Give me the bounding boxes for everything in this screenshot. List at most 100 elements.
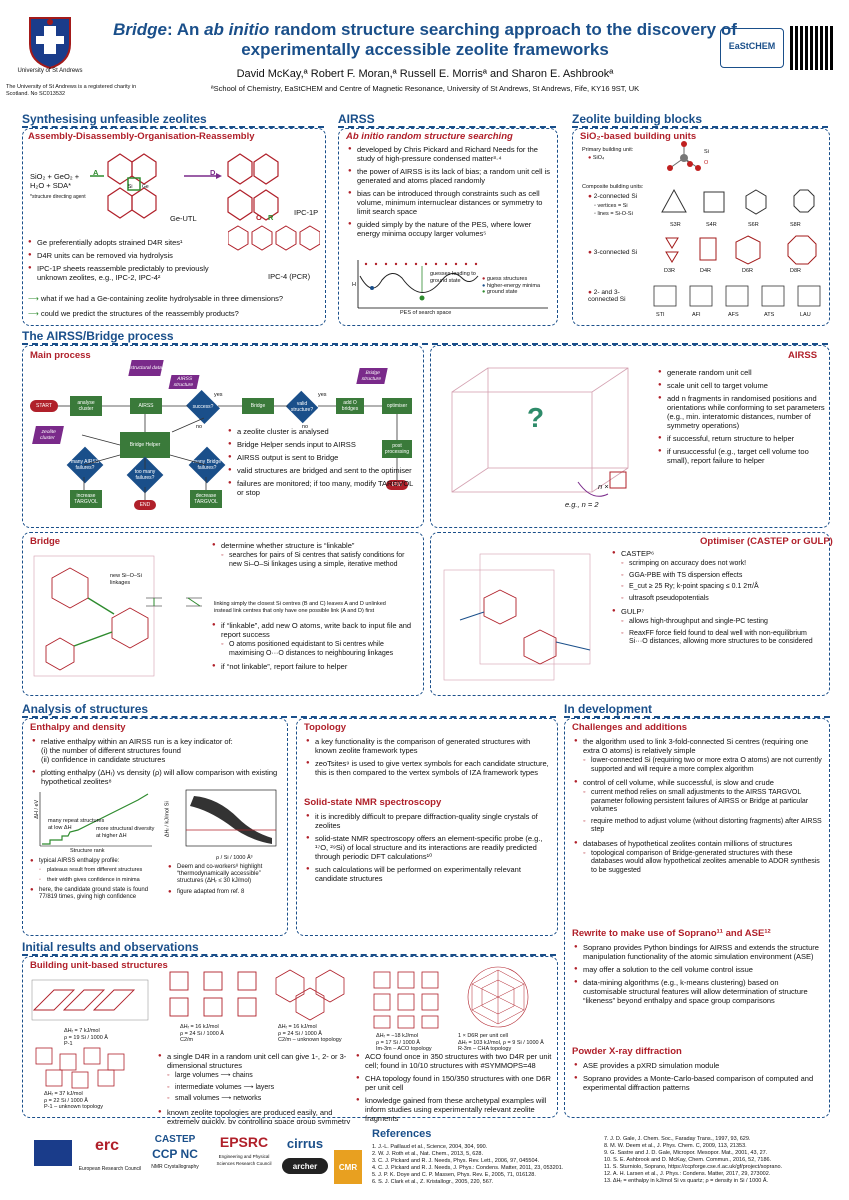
bullet: GULP⁷ allows high-throughput and single-… <box>612 607 824 647</box>
bullet: Deem and co-workers⁸ highlight “thermody… <box>168 864 284 885</box>
bullet: D4R units can be removed via hydrolysis <box>28 251 228 260</box>
sub-bullet: intermediate volumes ⟶ layers <box>167 1084 358 1093</box>
bullet: it is incredibly difficult to prepare di… <box>306 812 552 830</box>
section-heading-analysis: Analysis of structures <box>22 702 556 718</box>
cage-label-afi: AFI <box>692 312 701 318</box>
atom-si-label: Si <box>704 149 709 155</box>
bullet: figure adapted from ref. 8 <box>168 889 284 896</box>
eg-label: e.g., n = 2 <box>565 500 599 509</box>
structure-4-figure <box>373 971 439 1029</box>
university-name: University of St Andrews <box>17 68 83 74</box>
bridge-bullets-bottom: if “linkable”, add new O atoms, write ba… <box>212 621 418 675</box>
main-process-subheading: Main process <box>30 350 91 361</box>
structure-2-figure <box>169 971 257 1017</box>
ipc4-structure-figure <box>228 225 320 251</box>
bridge-panel <box>22 532 424 696</box>
results-bullets-right: ACO found once in 350 structures with tw… <box>356 1052 552 1127</box>
bullet: developed by Chris Pickard and Richard N… <box>348 145 552 163</box>
plot-ylabel: ΔH / eV <box>34 799 41 819</box>
flow-struct: structural data <box>128 360 164 376</box>
reference-item: 7. J. D. Gale, J. Chem. Soc., Faraday Tr… <box>604 1136 751 1142</box>
sub-bullet: ultrasoft pseudopotentials <box>621 595 824 604</box>
question-1: ⟶ what if we had a Ge-containing zeolite… <box>28 294 284 303</box>
bullet: Bridge Helper sends input to AIRSS <box>228 440 418 449</box>
bullet: the power of AIRSS is its lack of bias; … <box>348 167 552 185</box>
sub-bullet: O atoms positioned equidistant to Si cen… <box>221 641 418 658</box>
bullet: guided simply by the nature of the PES, … <box>348 220 552 238</box>
density-notes: Deem and co-workers⁸ highlight “thermody… <box>168 864 284 900</box>
composite-vertices: ◦ vertices = Si <box>594 203 628 209</box>
single-ring-figures <box>661 188 815 215</box>
optimiser-panel <box>430 532 830 696</box>
list-item: (ii) confidence in candidate structures <box>41 755 166 764</box>
building-units-subheading: SiO₂-based building units <box>580 131 697 142</box>
legend-item: ● ground state <box>482 289 518 295</box>
building-blocks-panel <box>572 128 830 326</box>
ipc4-label: IPC-4 (PCR) <box>268 272 311 281</box>
enthalpy-panel <box>22 718 288 936</box>
bridge-figure <box>33 555 155 677</box>
reference-item: 1. J.-L. Paillaud et al., Science, 2004,… <box>372 1144 488 1150</box>
label-ge: Ge <box>142 184 149 190</box>
erc-logo: erc <box>94 1137 120 1154</box>
flow-airss-s: AIRSS structure <box>168 375 200 389</box>
label-r: R <box>268 213 274 222</box>
ccpnc-subtitle: NMR Crystallography <box>151 1164 199 1170</box>
pes-note: guesses leading to ground state <box>430 271 476 284</box>
flow-yes-1: yes <box>214 392 223 398</box>
cirrus-logo: cirrus <box>286 1135 324 1151</box>
structure-2-caption: ΔHᵣ = 16 kJ/mol ρ = 24 Si / 1000 Å C2/m <box>180 1024 224 1043</box>
flow-zeolite: zeolite cluster <box>32 426 64 444</box>
section-heading-development: In development <box>564 702 830 718</box>
qr-code-icon <box>790 26 834 70</box>
flow-optimiser: optimiser <box>382 398 412 414</box>
bullet: ASE provides a pXRD simulation module <box>574 1061 824 1070</box>
bullet: may offer a solution to the cell volume … <box>574 965 824 974</box>
bullet: generate random unit cell <box>658 368 826 377</box>
reference-item: 11. S. Sturniolo, Soprano, https://ccpfo… <box>604 1164 783 1170</box>
structure-3-caption: ΔHᵣ = 16 kJ/mol ρ = 24 Si / 1000 Å C2/m … <box>278 1024 342 1043</box>
reference-item: 8. M. W. Deem et al., J. Phys. Chem. C, … <box>604 1143 747 1149</box>
bullet: if “not linkable”, report failure to hel… <box>212 662 418 671</box>
legend-item: ● higher-energy minima <box>482 282 541 289</box>
density-xlabel: ρ / Si / 1000 Å³ <box>216 855 253 861</box>
flow-bridge-s: Bridge structure <box>356 368 388 384</box>
castep-logo: CASTEP <box>154 1133 196 1145</box>
ador-scheme-figure <box>90 153 279 221</box>
reference-item: 4. C. J. Pickard and R. J. Needs, J. Phy… <box>372 1165 564 1171</box>
bullet: knowledge gained from these archetypal e… <box>356 1096 552 1123</box>
poster-title: Bridge: An ab initio random structure se… <box>113 20 737 59</box>
sub-bullet: current method relies on small adjustmen… <box>583 789 824 815</box>
bullet: such calculations will be performed on e… <box>306 865 552 883</box>
enthalpy-subheading: Enthalpy and density <box>30 722 126 733</box>
label-o: O <box>256 213 262 222</box>
sub-bullet: small volumes ⟶ networks <box>167 1095 358 1104</box>
pes-ylabel: H <box>352 282 356 288</box>
bullet: if successful, return structure to helpe… <box>658 434 826 443</box>
nmr-subheading: Solid-state NMR spectroscopy <box>304 797 442 808</box>
ring-label-s6r: S6R <box>748 222 759 228</box>
main-process-bullets: a zeolite cluster is analysed Bridge Hel… <box>228 427 418 501</box>
rewrite-subheading: Rewrite to make use of Soprano¹¹ and ASE… <box>572 928 771 939</box>
ring-label-d8r: D8R <box>790 268 802 274</box>
sub-bullet: scrimping on accuracy does not work! <box>621 560 824 569</box>
bullet: determine whether structure is “linkable… <box>212 541 418 569</box>
archer-logo: archer <box>282 1158 328 1174</box>
results-bullets-left: a single D4R in a random unit cell can g… <box>158 1052 358 1130</box>
ring-label-d6r: D6R <box>742 268 754 274</box>
synthesising-panel <box>22 128 326 326</box>
pes-xlabel: PES of search space <box>400 310 452 316</box>
ge-utl-label: Ge-UTL <box>170 214 197 223</box>
bullet: CHA topology found in 150/350 structures… <box>356 1074 552 1092</box>
airss-subheading: Ab initio random structure searching <box>346 131 513 142</box>
airss-detail-title: AIRSS <box>788 350 818 361</box>
footer <box>0 1124 849 1200</box>
bullet: here, the candidate ground state is foun… <box>30 887 168 901</box>
reference-item: 13. ΔHᵣ = enthalpy in kJ/mol Si vs quart… <box>604 1178 769 1184</box>
atom-o-label: O <box>704 160 709 166</box>
bridge-bullets-top: determine whether structure is “linkable… <box>212 541 418 573</box>
sub-bullet: large volumes ⟶ chains <box>167 1072 358 1081</box>
question-mark: ? <box>527 402 545 433</box>
link-schematic <box>146 597 202 607</box>
composite-lines: ◦ lines = Si-O-Si <box>594 211 633 217</box>
